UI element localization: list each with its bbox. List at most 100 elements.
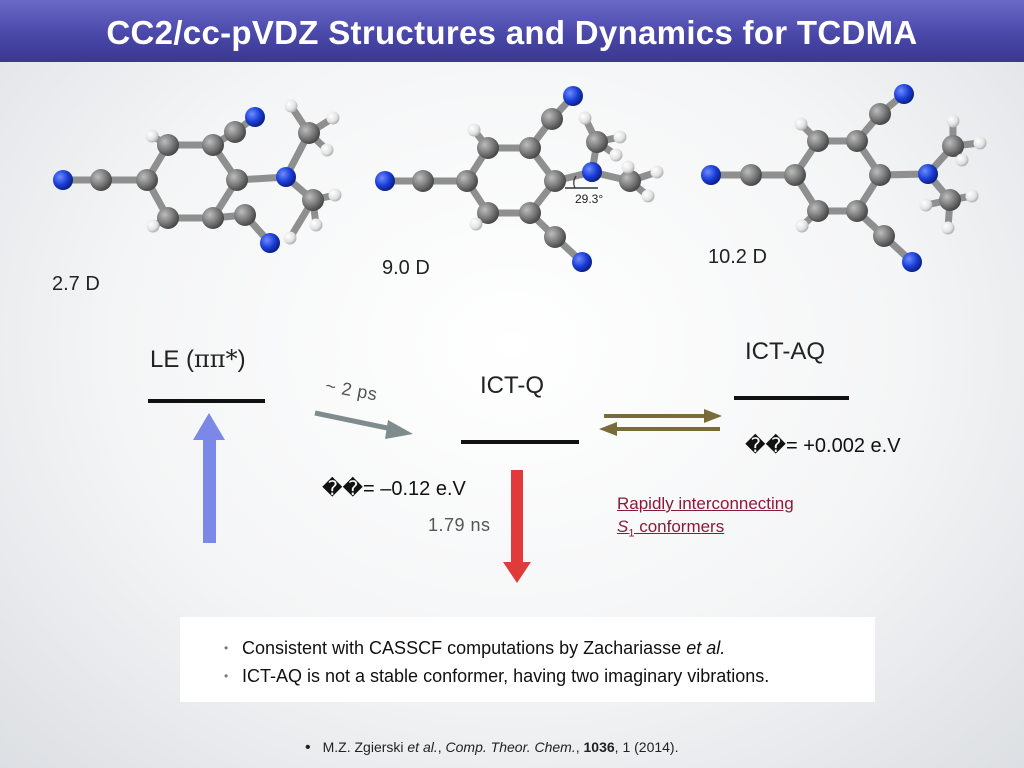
summary-item: •Consistent with CASSCF computations by … <box>180 634 875 662</box>
reference-sep: , <box>437 739 446 755</box>
state-le-prefix: LE ( <box>150 346 195 373</box>
hydrogen-atom <box>326 111 340 125</box>
hydrogen-atom <box>467 123 481 137</box>
equilibrium-arrows <box>599 409 722 436</box>
hydrogen-atom <box>284 99 298 113</box>
nitrogen-atom <box>582 162 602 182</box>
carbon-atom <box>224 121 246 143</box>
carbon-atom <box>202 207 224 229</box>
summary-item-text: ICT-AQ is not a stable conformer, having… <box>242 666 770 686</box>
carbon-atom <box>541 108 563 130</box>
reference-journal: Comp. Theor. Chem. <box>445 739 576 755</box>
hydrogen-atom <box>919 198 933 212</box>
twist-angle-label: 29.3° <box>575 192 604 206</box>
summary-item-text: Consistent with CASSCF computations by Z… <box>242 638 687 658</box>
carbon-atom <box>298 122 320 144</box>
carbon-atom <box>202 134 224 156</box>
energy-ictq: ��= –0.12 e.V <box>322 476 466 501</box>
carbon-atom <box>869 103 891 125</box>
hydrogen-atom <box>973 136 987 150</box>
hydrogen-atom <box>283 231 297 245</box>
conformer-note-line1: Rapidly interconnecting <box>617 494 794 513</box>
time-q-decay: 1.79 ns <box>428 515 491 535</box>
decay-arrow <box>503 470 531 583</box>
nitrogen-atom <box>918 164 938 184</box>
excitation-arrow <box>193 413 225 543</box>
level-ictaq <box>734 396 849 400</box>
le-to-ictq-arrow <box>314 410 413 439</box>
reference-authors: M.Z. Zgierski <box>322 739 408 755</box>
state-ictq-label: ICT-Q <box>480 372 544 399</box>
dipole-le: 2.7 D <box>52 273 100 295</box>
state-le-suffix: ) <box>237 346 246 373</box>
carbon-atom <box>873 225 895 247</box>
molecule-structures <box>53 84 987 272</box>
reference: • M.Z. Zgierski et al., Comp. Theor. Chem… <box>305 739 679 757</box>
carbon-atom <box>942 135 964 157</box>
carbon-atom <box>619 170 641 192</box>
energy-ictq-value: = –0.12 e.V <box>363 478 466 500</box>
bullet-icon: • <box>305 739 311 756</box>
hydrogen-atom <box>469 217 483 231</box>
carbon-atom <box>846 130 868 152</box>
carbon-atom <box>807 130 829 152</box>
hydrogen-atom <box>795 219 809 233</box>
carbon-atom <box>456 170 478 192</box>
conformer-note-s: S <box>617 517 629 536</box>
conformer-note: Rapidly interconnecting S1 conformers <box>617 492 847 545</box>
conformer-note-line2: S1 conformers <box>617 515 847 545</box>
dipole-ictaq: 10.2 D <box>708 246 767 268</box>
carbon-atom <box>90 169 112 191</box>
state-ictaq-label: ICT-AQ <box>745 338 826 365</box>
nitrogen-atom <box>902 252 922 272</box>
summary-list: •Consistent with CASSCF computations by … <box>180 634 875 690</box>
carbon-atom <box>544 170 566 192</box>
energy-ictq-symbol: �� <box>322 478 364 500</box>
nitrogen-atom <box>563 86 583 106</box>
carbon-atom <box>939 189 961 211</box>
conformer-note-sub: 1 <box>628 527 635 540</box>
level-le <box>148 399 265 403</box>
hydrogen-atom <box>650 165 664 179</box>
reference-volume: 1036 <box>583 739 615 755</box>
nitrogen-atom <box>276 167 296 187</box>
carbon-atom <box>519 137 541 159</box>
nitrogen-atom <box>260 233 280 253</box>
summary-box: •Consistent with CASSCF computations by … <box>180 617 875 702</box>
carbon-atom <box>477 137 499 159</box>
carbon-atom <box>302 189 324 211</box>
angle-marker-arc <box>573 175 577 189</box>
carbon-atom <box>740 164 762 186</box>
hydrogen-atom <box>641 189 655 203</box>
carbon-atom <box>807 200 829 222</box>
hydrogen-atom <box>794 117 808 131</box>
carbon-atom <box>477 202 499 224</box>
summary-item: •ICT-AQ is not a stable conformer, havin… <box>180 662 875 690</box>
hydrogen-atom <box>946 114 960 128</box>
carbon-atom <box>157 207 179 229</box>
carbon-atom <box>846 200 868 222</box>
hydrogen-atom <box>613 130 627 144</box>
energy-ictaq: ��= +0.002 e.V <box>745 433 901 458</box>
hydrogen-atom <box>320 143 334 157</box>
state-le-label: LE (ππ*) <box>150 345 246 374</box>
reference-sep: , <box>575 739 584 755</box>
carbon-atom <box>157 134 179 156</box>
title-bar: CC2/cc-pVDZ Structures and Dynamics for … <box>0 0 1024 62</box>
reference-etal: et al. <box>407 739 438 755</box>
carbon-atom <box>519 202 541 224</box>
hydrogen-atom <box>309 218 323 232</box>
carbon-atom <box>226 169 248 191</box>
hydrogen-atom <box>955 153 969 167</box>
nitrogen-atom <box>245 107 265 127</box>
nitrogen-atom <box>375 171 395 191</box>
carbon-atom <box>412 170 434 192</box>
level-ictq <box>461 440 579 444</box>
carbon-atom <box>586 131 608 153</box>
carbon-atom <box>544 226 566 248</box>
nitrogen-atom <box>894 84 914 104</box>
hydrogen-atom <box>941 221 955 235</box>
energy-ictaq-symbol: �� <box>745 435 787 457</box>
energy-ictaq-value: = +0.002 e.V <box>786 435 901 457</box>
carbon-atom <box>136 169 158 191</box>
